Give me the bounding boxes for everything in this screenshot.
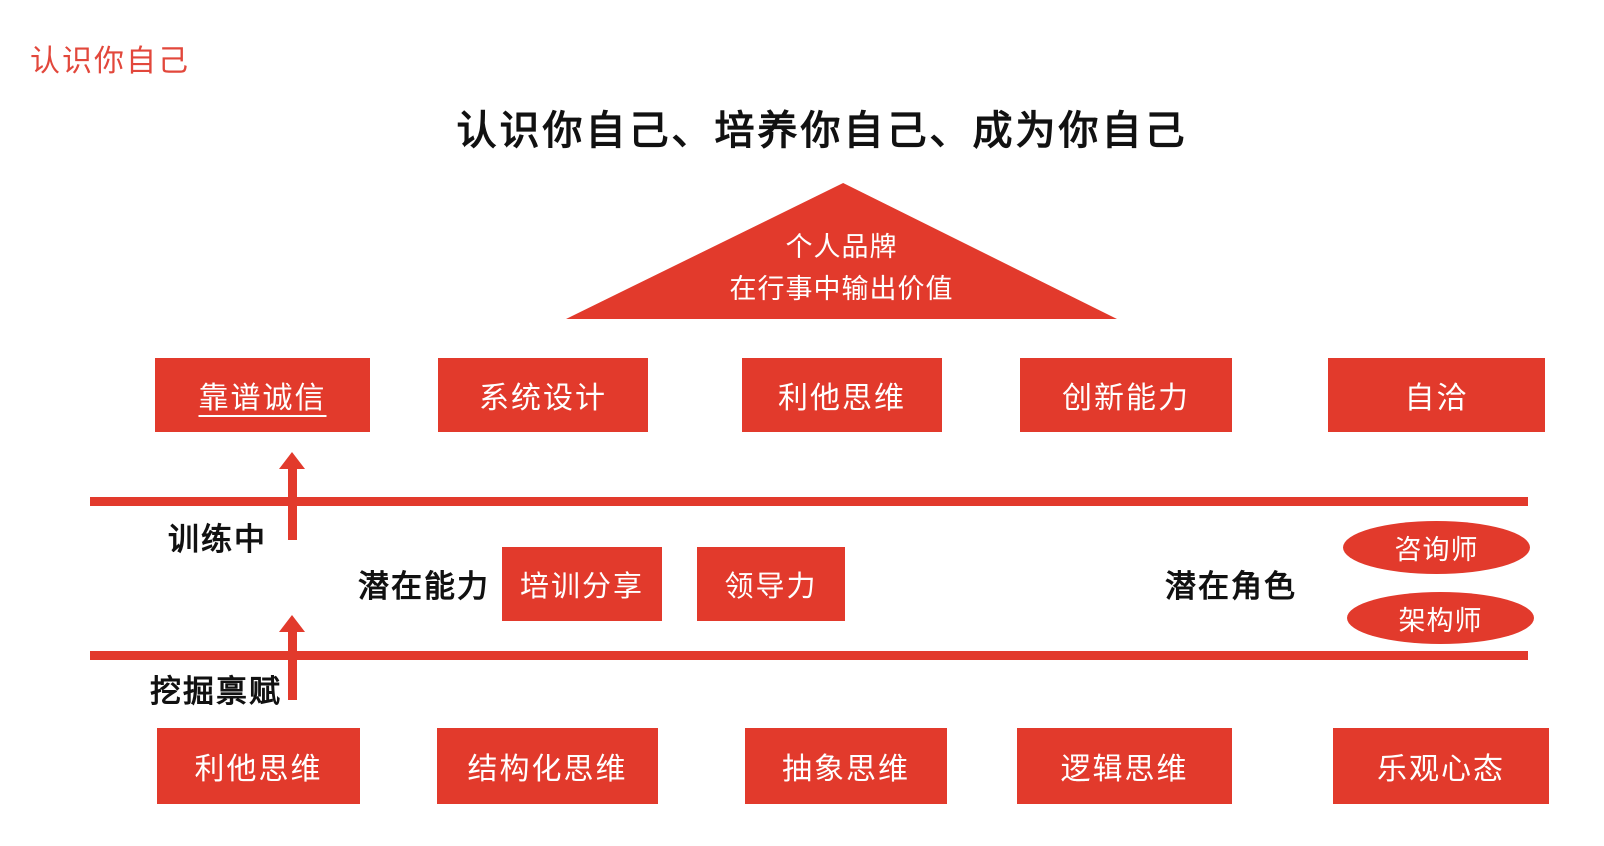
triangle-caption: 个人品牌 在行事中输出价值 [566, 227, 1117, 311]
trait-box-label: 系统设计 [479, 382, 607, 415]
potential-box-label: 领导力 [724, 571, 818, 603]
up-arrow-icon [279, 615, 305, 700]
label-dig-talent: 挖掘禀赋 [150, 674, 282, 709]
role-ellipse-consultant: 咨询师 [1343, 521, 1530, 574]
role-label: 咨询师 [1394, 535, 1479, 565]
talent-box-abstract-thinking: 抽象思维 [745, 728, 947, 804]
upper-threshold-line [90, 497, 1528, 506]
arrow-shaft [287, 632, 297, 700]
arrow-shaft [287, 469, 297, 540]
trait-box-reliable-honest: 靠谱诚信 [155, 358, 370, 432]
label-in-training: 训练中 [168, 522, 267, 557]
talent-box-optimistic-mindset: 乐观心态 [1333, 728, 1549, 804]
arrow-head [279, 452, 305, 469]
trait-box-system-design: 系统设计 [438, 358, 648, 432]
lower-threshold-line [90, 651, 1528, 660]
potential-box-label: 培训分享 [519, 571, 644, 603]
label-potential-role: 潜在角色 [1165, 569, 1297, 604]
role-ellipse-architect: 架构师 [1347, 592, 1534, 644]
trait-box-self-consistent: 自洽 [1328, 358, 1545, 432]
pyramid-apex: 个人品牌 在行事中输出价值 [566, 183, 1117, 319]
talent-box-label: 抽象思维 [782, 753, 910, 786]
talent-box-label: 利他思维 [194, 753, 323, 786]
talent-box-altruistic-thinking: 利他思维 [157, 728, 360, 804]
talent-box-structured-thinking: 结构化思维 [437, 728, 658, 804]
triangle-caption-line2: 在行事中输出价值 [729, 274, 954, 305]
role-label: 架构师 [1398, 605, 1483, 636]
talent-box-label: 逻辑思维 [1060, 753, 1189, 786]
arrow-head [279, 615, 305, 632]
potential-box-training-sharing: 培训分享 [502, 547, 662, 621]
trait-box-label: 自洽 [1404, 382, 1469, 415]
main-title: 认识你自己、培养你自己、成为你自己 [456, 109, 1188, 153]
triangle-caption-line1: 个人品牌 [785, 232, 898, 263]
trait-box-label: 创新能力 [1062, 382, 1190, 415]
talent-box-logical-thinking: 逻辑思维 [1017, 728, 1232, 804]
talent-box-label: 结构化思维 [467, 753, 628, 786]
trait-box-label: 利他思维 [778, 382, 906, 415]
talent-box-label: 乐观心态 [1377, 753, 1505, 786]
potential-box-leadership: 领导力 [697, 547, 845, 621]
trait-box-innovation: 创新能力 [1020, 358, 1232, 432]
label-potential-ability: 潜在能力 [358, 569, 490, 604]
corner-title: 认识你自己 [30, 45, 190, 78]
trait-box-altruistic-thinking-top: 利他思维 [742, 358, 942, 432]
up-arrow-icon [279, 452, 305, 540]
trait-box-label: 靠谱诚信 [198, 382, 327, 415]
